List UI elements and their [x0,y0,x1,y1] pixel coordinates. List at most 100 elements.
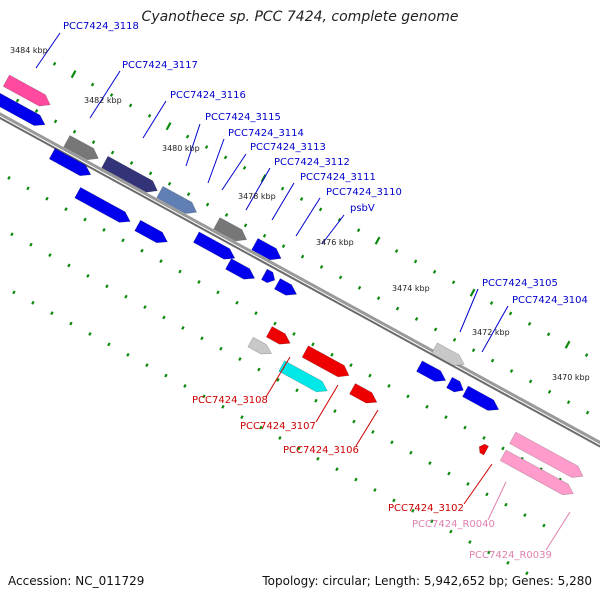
tick-mark [487,550,491,555]
tick-mark [238,357,242,362]
tick-mark [278,436,282,440]
tick-mark [466,481,470,486]
tick-mark [202,394,206,399]
label-leader [487,481,507,521]
tick-mark [468,540,472,544]
label-leader [315,384,339,423]
tick-mark [356,228,361,233]
gene-arrow [225,258,256,280]
tick-mark [143,305,147,310]
label-leader [355,409,379,447]
tick-mark [349,363,353,368]
tick-mark [430,519,434,524]
tick-mark [414,317,419,321]
tick-mark [216,290,220,295]
tick-mark [129,161,134,165]
tick-mark [433,327,438,332]
tick-mark [447,471,451,476]
tick-mark [72,129,77,134]
tick-mark [449,529,453,534]
tick-mark [542,523,546,528]
gene-arrow [63,135,99,161]
tick-mark [64,207,68,212]
gene-arrow [260,268,276,284]
tick-mark [45,196,49,201]
gene-arrow [48,147,92,177]
tick-mark [254,311,258,316]
gene-label: PCC7424_3104 [512,295,588,306]
tick-mark [148,171,153,176]
tick-mark [86,273,90,278]
tick-mark [140,248,144,253]
tick-mark [183,384,187,388]
gene-arrow [478,443,490,456]
kbp-label: 3478 kbp [238,192,276,201]
label-leader [35,32,61,69]
tick-mark [235,300,239,305]
tick-mark [338,275,343,280]
tick-mark [29,242,33,247]
tick-mark [451,280,456,285]
gene-arrow [446,376,464,393]
tick-mark [240,415,244,420]
tick-mark [394,249,399,253]
tick-mark [164,373,168,378]
tick-mark [482,436,486,440]
tick-mark [110,150,115,155]
gene-label: psbV [350,203,375,214]
tick-mark [469,288,476,297]
gene-arrow [301,345,350,378]
label-leader [321,214,345,245]
gene-arrow [74,186,131,223]
tick-mark [10,232,14,237]
tick-mark [224,213,229,217]
gene-label: PCC7424_R0039 [469,550,552,561]
tick-mark [330,352,334,357]
gene-label: PCC7424_3102 [388,503,464,514]
tick-mark [52,61,57,66]
tick-mark [262,233,267,238]
tick-mark [528,379,533,384]
tick-mark [523,513,527,518]
gene-arrow [156,185,198,214]
tick-mark [392,498,396,503]
tick-mark [124,294,128,299]
tick-mark [316,456,320,461]
tick-mark [242,165,247,170]
gene-arrow [192,231,236,260]
gene-arrow [213,217,248,242]
label-leader [481,305,509,353]
tick-mark [333,409,337,414]
tick-mark [432,269,437,274]
kbp-label: 3472 kbp [472,328,510,337]
tick-mark [335,467,339,472]
tick-mark [162,315,166,320]
tick-mark [371,429,375,434]
gene-label: PCC7424_R0040 [412,519,495,530]
gene-label: PCC7424_3116 [170,90,246,101]
tick-mark [219,346,223,351]
tick-mark [105,284,109,289]
tick-mark [387,384,391,388]
gene-label: PCC7424_3114 [228,128,304,139]
kbp-label: 3482 kbp [84,96,122,105]
gene-arrow [431,342,465,366]
tick-mark [292,332,296,336]
tick-mark [128,103,133,108]
gene-label: PCC7424_3112 [274,157,350,168]
tick-mark [299,197,304,201]
gene-arrow [0,92,46,126]
tick-mark [12,290,16,295]
label-leader [463,463,493,505]
label-leader [207,138,225,184]
tick-mark [107,342,111,347]
tick-mark [53,119,58,124]
tick-mark [273,321,277,326]
tick-mark [159,259,163,264]
tick-mark [186,192,191,197]
tick-mark [34,109,39,113]
gene-arrow [509,431,584,478]
gene-arrow [251,237,282,261]
